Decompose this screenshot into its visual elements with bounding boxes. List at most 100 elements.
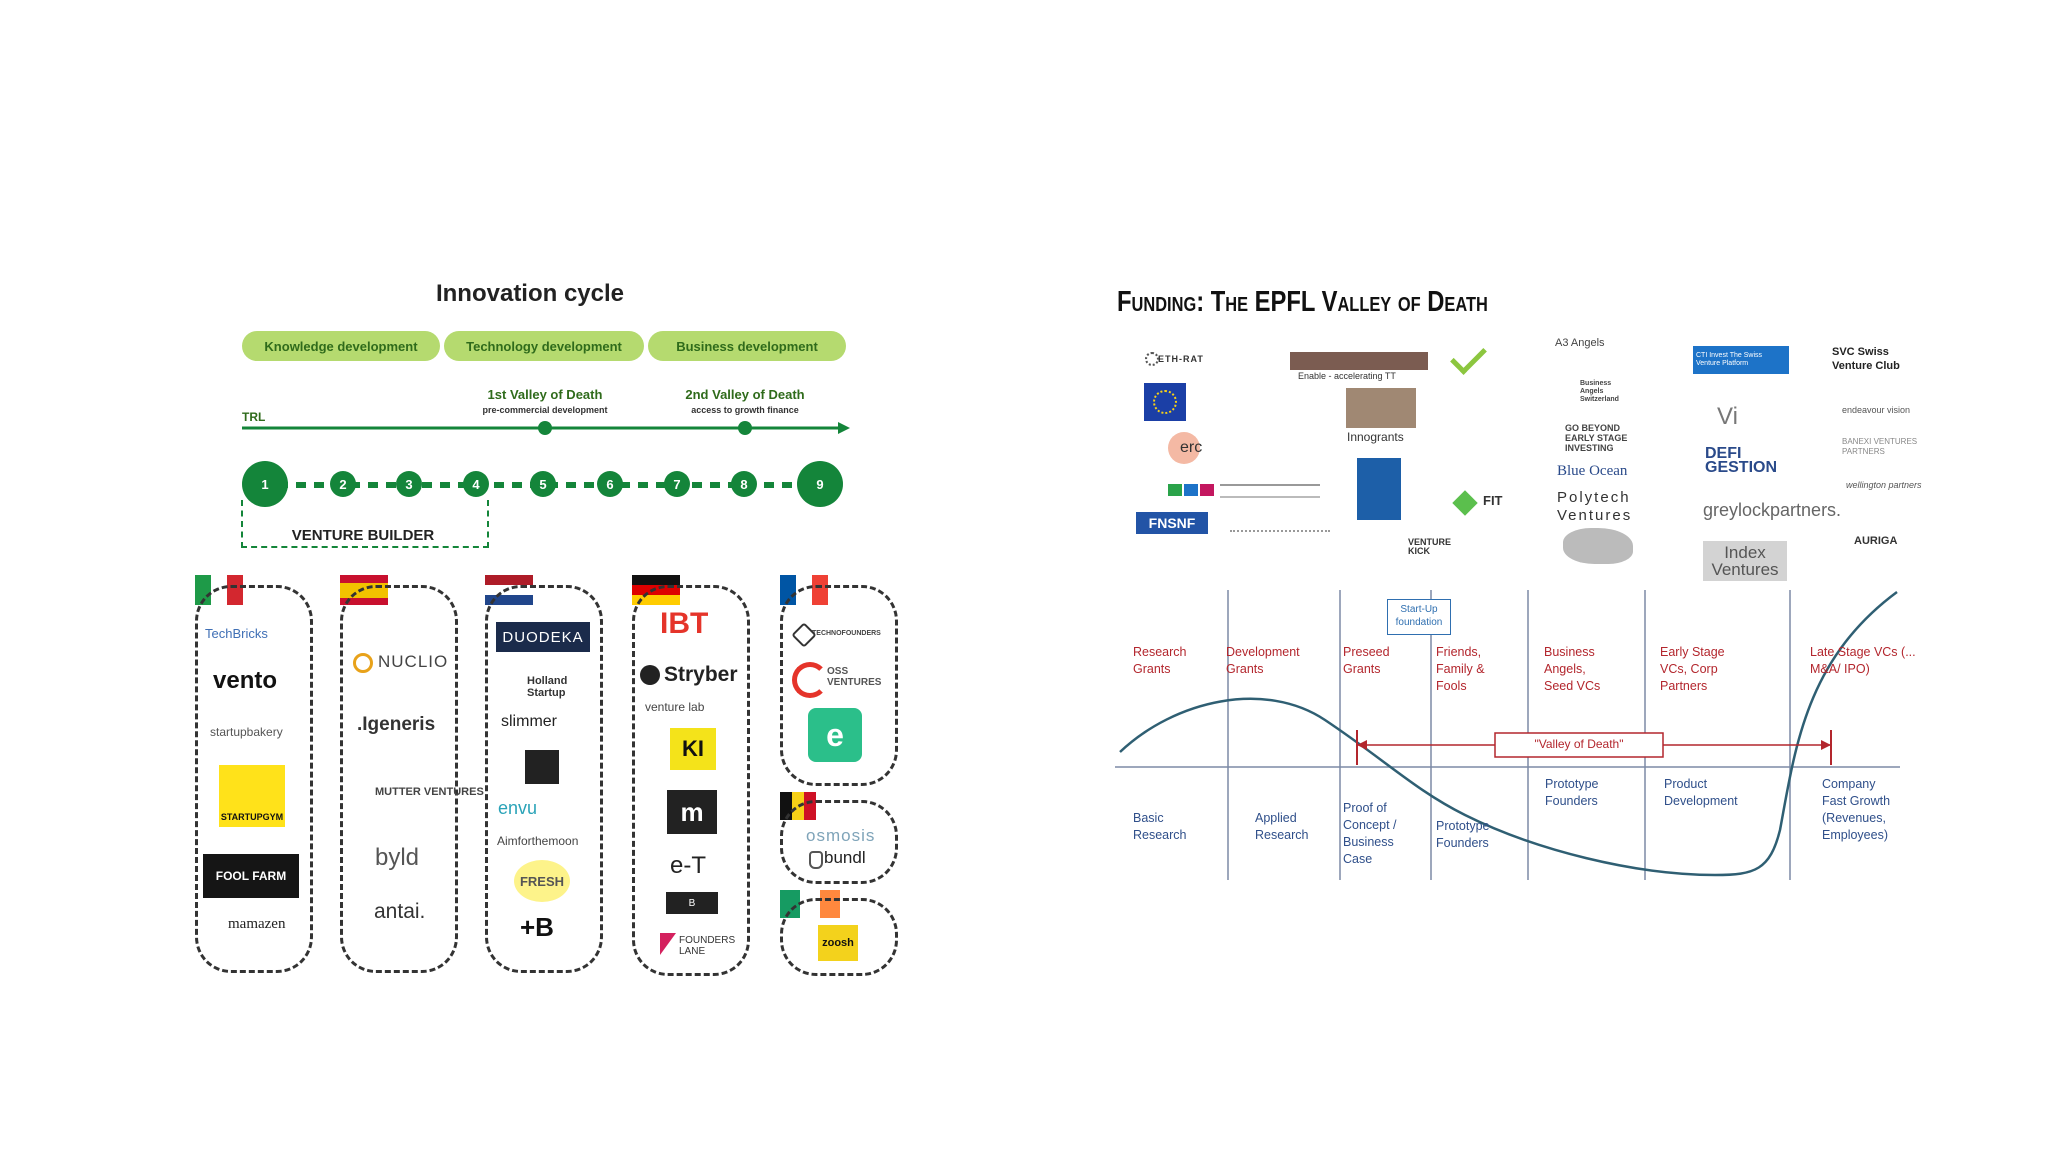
startup-foundation-box: Start-Up foundation [1387,599,1451,635]
logo-foolfarm: FOOL FARM [203,854,299,898]
dev-stage-4: Prototype Founders [1436,819,1490,850]
logo-ibt: IBT [660,607,709,640]
logo-defi-gestion: DEFI GESTION [1705,445,1778,476]
logo-bundl: bundl [824,848,866,867]
valley-arrow-right-head [1821,740,1831,750]
dotted-sponsor-strip [1230,530,1330,532]
eth-rat-icon [1145,352,1159,366]
venture-builder-bracket [241,500,489,548]
logo-zoosh: zoosh [818,925,858,961]
logo-antai: antai. [374,900,426,923]
logo-holland-startup: Holland Startup [527,675,568,699]
logo-slimmer: slimmer [501,713,557,730]
logo-igeneris: .Igeneris [357,714,436,735]
phase-business: Business development [648,331,846,361]
logo-auriga: AURIGA [1854,535,1898,547]
valley2-title: 2nd Valley of Death [685,387,805,402]
valley-chart [1115,590,1900,880]
logo-envu: envu [498,798,538,818]
dev-stage-6: Product Development [1664,777,1738,808]
logo-venture-kick: VENTURE KICK [1408,537,1452,556]
country-column-spain [340,585,458,973]
trl-step-8: 8 [731,471,757,497]
epfl-title: Funding: The EPFL Valley of Death [1117,286,1488,318]
logo-e: e [808,708,862,762]
funding-stage-4: Friends, Family & Fools [1436,645,1485,693]
logo-cti-invest: CTI Invest The Swiss Venture Platform [1693,346,1789,374]
dev-stage-1: Basic Research [1133,811,1187,842]
logo-cti-invest-text: CTI Invest The Swiss Venture Platform [1696,352,1763,367]
logo-oss-ventures: OSS VENTURES [827,666,882,688]
trl-label: TRL [242,410,266,424]
trl-step-5: 5 [530,471,556,497]
logo-blue-ocean: Blue Ocean [1557,463,1628,479]
funding-stage-7: Late Stage VCs (... M&A/ IPO) [1810,645,1916,676]
logo-aimforthemoon: Aimforthemoon [497,834,579,848]
logo-qr-block [525,750,559,784]
dev-stage-7: Company Fast Growth (Revenues, Employees… [1822,777,1891,842]
dev-stage-5: Prototype Founders [1545,777,1599,808]
logo-zoosh-text: zoosh [822,937,854,949]
logo-ki-text: KI [682,736,704,761]
country-column-ireland [780,898,898,976]
logo-vi: Vi [1717,403,1738,430]
logo-venture-lab: venture lab [645,700,705,714]
trl-step-1: 1 [242,461,288,507]
trl-axis [242,421,850,435]
logo-banexi: BANEXI VENTURES PARTNERS [1842,437,1918,456]
fit-icon [1452,490,1478,516]
trl-step-2: 2 [330,471,356,497]
logo-startupgym-text: STARTUPGYM [220,812,284,822]
nuclio-icon [353,653,373,673]
valley1-subtitle: pre-commercial development [482,405,608,415]
logo-go-beyond: GO BEYOND EARLY STAGE INVESTING [1565,423,1628,453]
switzerland-map [1563,528,1633,564]
logo-technofounders: TECHNOFOUNDERS [812,630,881,637]
logo-mutter: MUTTER VENTURES [375,786,484,798]
logo-fresh-text: FRESH [519,873,565,889]
funding-stage-2: Development Grants [1226,645,1300,676]
bundl-icon [809,851,823,869]
logo-plus-b: +B [520,912,554,942]
innovation-title: Innovation cycle [435,280,625,307]
logo-erc: erc [1180,439,1203,456]
logo-index-ventures: Index Ventures [1703,541,1787,581]
logo-greylock: greylockpartners. [1703,500,1842,520]
country-column-france [780,585,898,786]
funding-stage-5: Business Angels, Seed VCs [1544,645,1601,693]
logo-wellington: wellington partners [1846,480,1922,490]
logo-stryber: Stryber [664,663,738,686]
logo-nuclio: NUCLIO [378,652,449,671]
valley-label: "Valley of Death" [1534,737,1624,751]
logo-fit: FIT [1483,493,1503,508]
phase-technology: Technology development [444,331,644,361]
logo-mamazen: mamazen [228,916,286,932]
logo-polytech: Polytech Ventures [1557,489,1633,524]
logo-a3-angels: A3 Angels [1555,337,1605,349]
valley-arrow-left-head [1357,740,1367,750]
logo-fresh: FRESH [514,860,570,902]
logo-enable: Enable - accelerating TT [1298,371,1396,381]
logo-fnsnf: FNSNF [1136,512,1208,534]
logo-vento: vento [213,667,278,694]
funding-stage-1: Research Grants [1133,645,1187,676]
valley2-subtitle: access to growth finance [691,405,799,415]
logo-m-text: m [680,796,704,827]
logo-innogrants: Innogrants [1347,430,1404,444]
logo-endeavour: endeavour vision [1842,405,1911,415]
logo-fnsnf-text: FNSNF [1148,515,1196,531]
logo-ki: KI [670,728,716,770]
dev-stage-2: Applied Research [1255,811,1309,842]
trl-step-4: 4 [463,471,489,497]
eu-flag-stars [1153,390,1177,414]
phase-knowledge: Knowledge development [242,331,440,361]
country-column-belgium [780,800,898,884]
green-check-logo [1450,338,1487,375]
funding-stage-6: Early Stage VCs, Corp Partners [1660,645,1725,693]
logo-duodeka: DUODEKA [496,622,590,652]
startup-icons-row [1168,484,1214,496]
startup-program-text [1220,484,1320,498]
logo-duodeka-text: DUODEKA [502,628,584,646]
trl-step-3: 3 [396,471,422,497]
logo-bm-text: B [688,897,696,909]
